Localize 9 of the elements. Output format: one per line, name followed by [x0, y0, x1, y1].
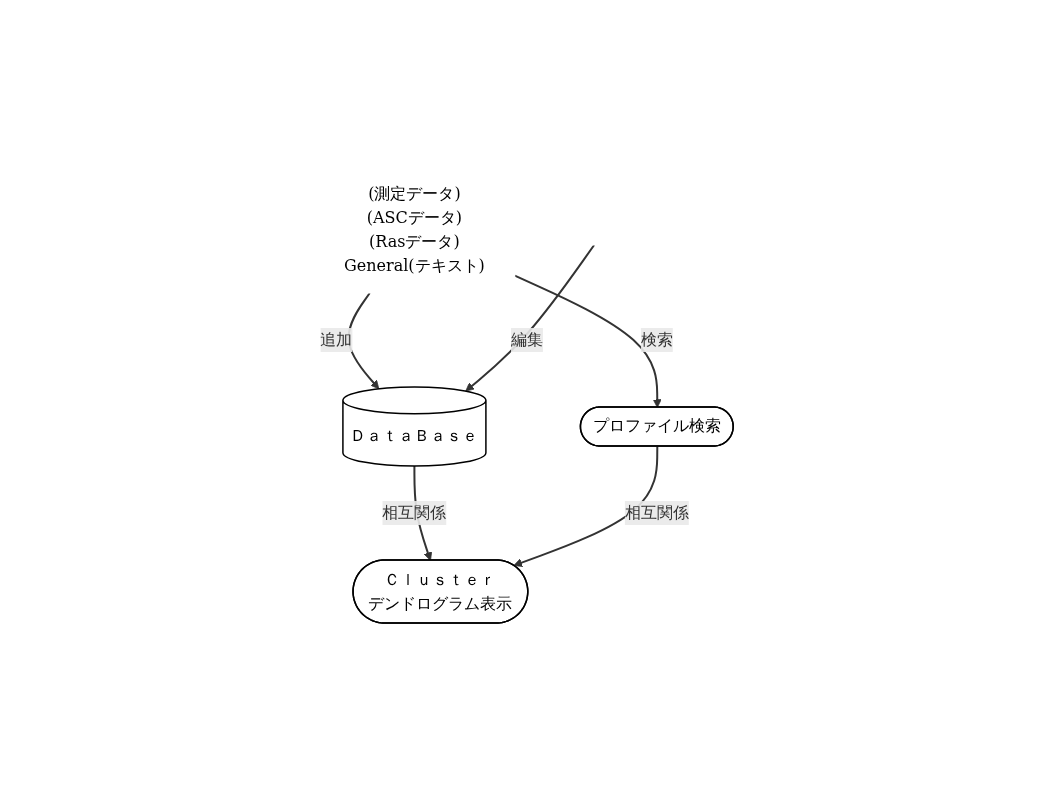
arrow	[465, 243, 596, 391]
arrow	[513, 274, 662, 408]
edge-label: 検索	[640, 329, 673, 349]
edge-label: 編集	[510, 329, 543, 349]
arrow	[513, 445, 659, 567]
edge-label: 相互関係	[382, 502, 447, 522]
node-text: (測定データ) (ASCデータ) (Rasデータ) General(テキスト)	[343, 183, 485, 275]
edge-label: 相互関係	[624, 502, 689, 522]
edge-label: 追加	[320, 329, 353, 349]
